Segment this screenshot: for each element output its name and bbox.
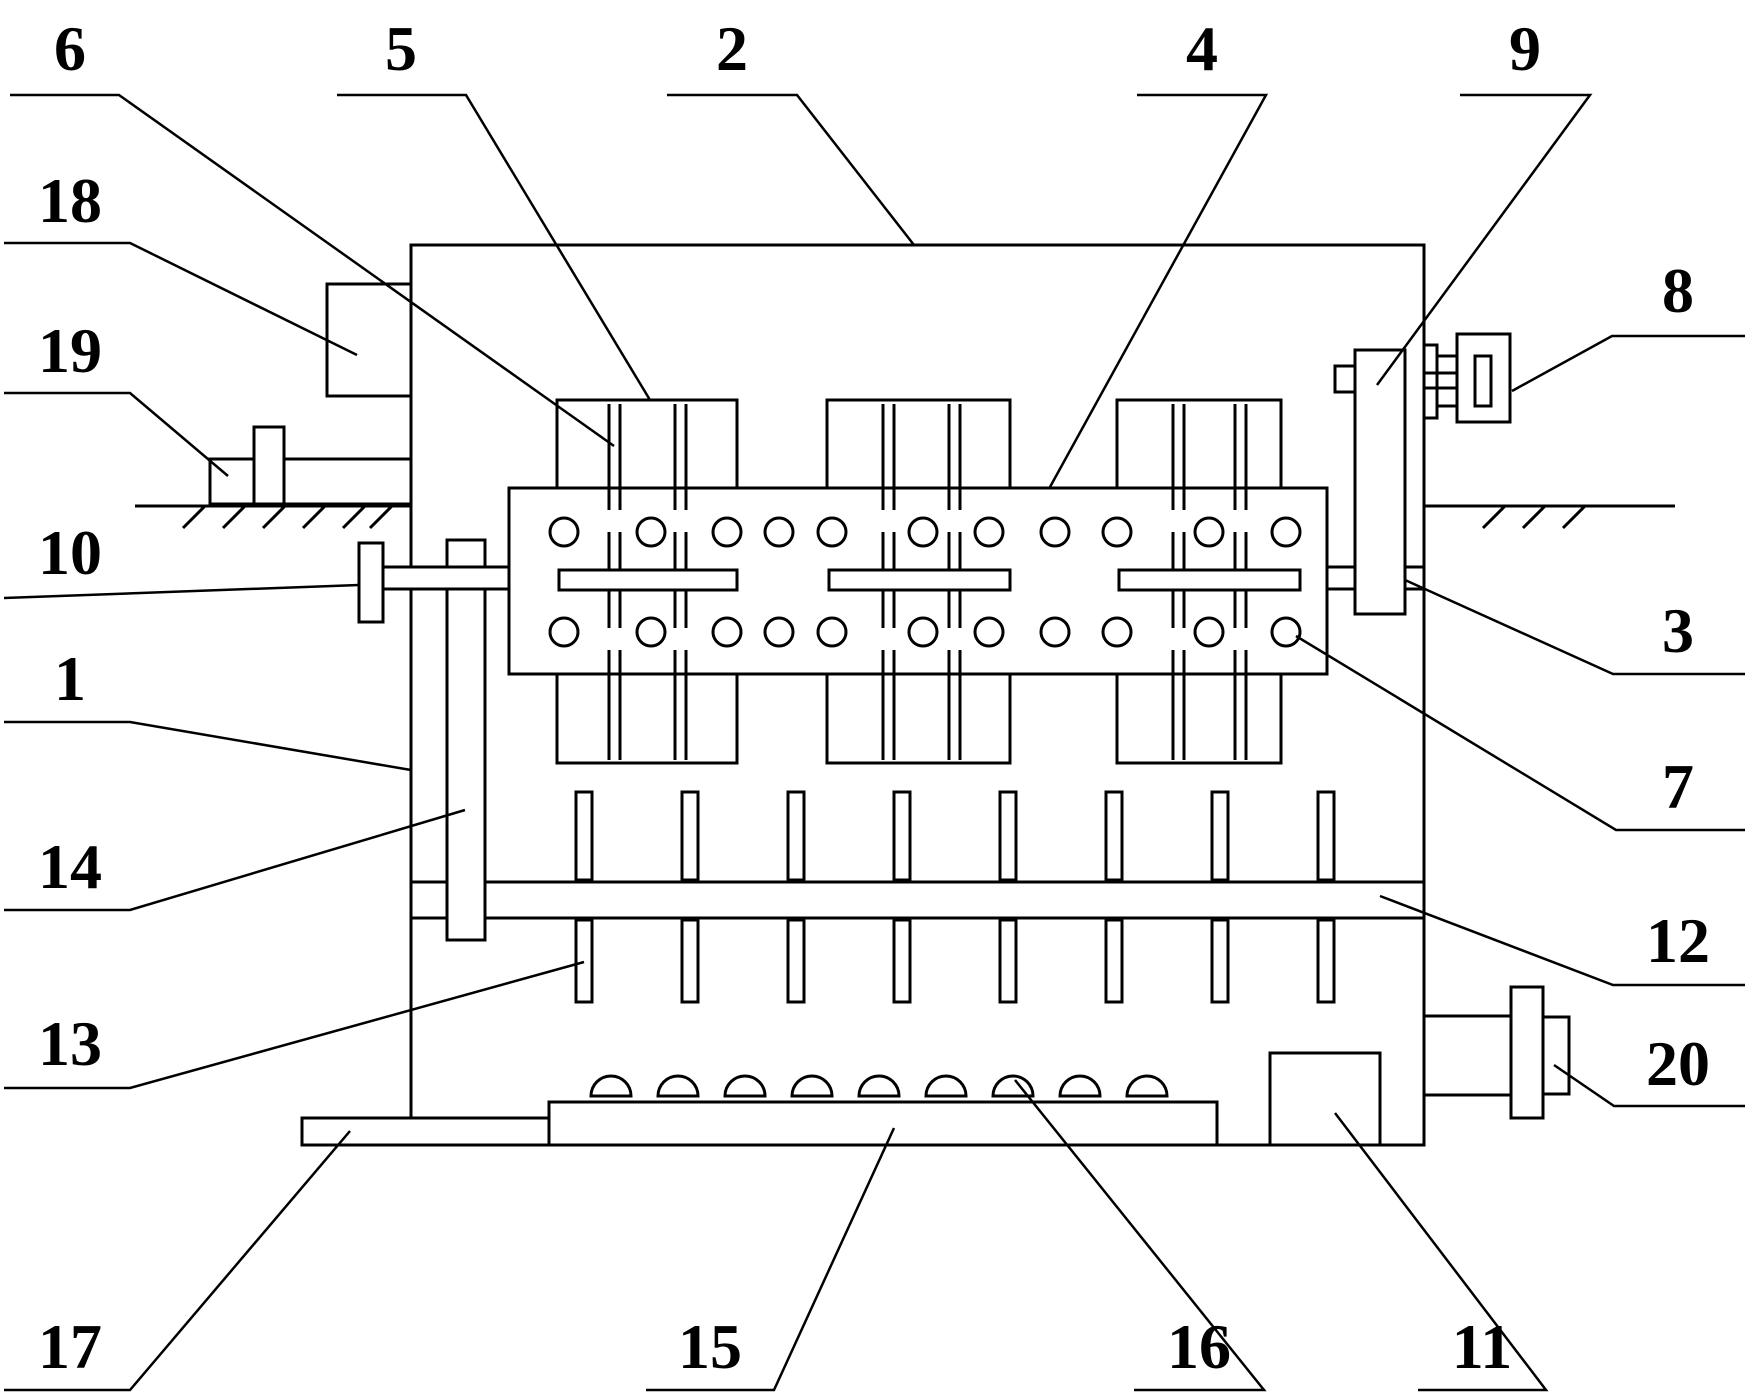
leader-20 xyxy=(1553,1063,1745,1108)
part-14-belt xyxy=(445,538,487,942)
leader-14 xyxy=(4,808,466,912)
label-8: 8 xyxy=(1662,255,1694,326)
label-1: 1 xyxy=(54,643,86,714)
label-2: 2 xyxy=(716,13,748,84)
label-3: 3 xyxy=(1662,595,1694,666)
part-11-box xyxy=(1268,1051,1382,1147)
leader-18 xyxy=(4,241,358,357)
label-12: 12 xyxy=(1646,905,1710,976)
label-13: 13 xyxy=(38,1008,102,1079)
leader-10 xyxy=(3,583,360,600)
label-14: 14 xyxy=(38,831,102,902)
label-4: 4 xyxy=(1186,13,1218,84)
leader-1 xyxy=(4,720,412,772)
part-13-blades xyxy=(574,790,1336,1004)
drum-cross-bars xyxy=(557,568,1302,592)
part-12-shaft xyxy=(409,880,1426,920)
leader-15 xyxy=(646,1127,896,1392)
part-8-coupling xyxy=(1422,343,1439,420)
label-20: 20 xyxy=(1646,1028,1710,1099)
label-11: 11 xyxy=(1452,1311,1512,1382)
leader-6 xyxy=(10,93,615,448)
leader-17 xyxy=(4,1130,351,1392)
leader-19 xyxy=(4,391,229,477)
label-10: 10 xyxy=(38,517,102,588)
reference-numbers: 6 5 2 4 9 18 8 19 10 3 1 7 14 12 13 20 1… xyxy=(38,13,1710,1382)
label-17: 17 xyxy=(38,1311,102,1382)
leader-2 xyxy=(667,93,915,246)
part-16-bumps xyxy=(589,1074,1169,1098)
label-18: 18 xyxy=(38,165,102,236)
leader-11 xyxy=(1334,1112,1549,1392)
part-10-knob xyxy=(357,541,385,624)
label-16: 16 xyxy=(1167,1311,1231,1382)
leader-12 xyxy=(1379,894,1745,987)
leader-3 xyxy=(1404,578,1745,676)
leader-9 xyxy=(1375,93,1593,386)
ground-hatching xyxy=(181,504,1587,530)
label-6: 6 xyxy=(54,13,86,84)
part-20-flange xyxy=(1509,985,1545,1120)
leader-lines xyxy=(3,93,1745,1392)
label-19: 19 xyxy=(38,315,102,386)
leader-13 xyxy=(4,960,585,1090)
part-9-stub xyxy=(1333,364,1357,394)
part-18-block xyxy=(325,282,413,398)
leader-4 xyxy=(1048,93,1269,488)
leader-16 xyxy=(1014,1079,1267,1392)
part-15-tray xyxy=(547,1100,1219,1147)
leader-8 xyxy=(1511,334,1745,393)
part-9-belt xyxy=(1353,348,1407,616)
label-15: 15 xyxy=(678,1311,742,1382)
leader-7 xyxy=(1295,634,1745,832)
label-5: 5 xyxy=(385,13,417,84)
part-5-blocks xyxy=(555,398,1283,765)
part-8-motor xyxy=(1423,332,1512,424)
label-9: 9 xyxy=(1509,13,1541,84)
part-20-cap xyxy=(1541,1015,1571,1096)
part-20-pipe xyxy=(1422,1014,1513,1097)
leader-5 xyxy=(337,93,652,401)
label-7: 7 xyxy=(1662,751,1694,822)
part-7-holes xyxy=(548,516,1302,648)
part-17-plate xyxy=(300,1116,552,1147)
part-19-post xyxy=(252,425,286,506)
